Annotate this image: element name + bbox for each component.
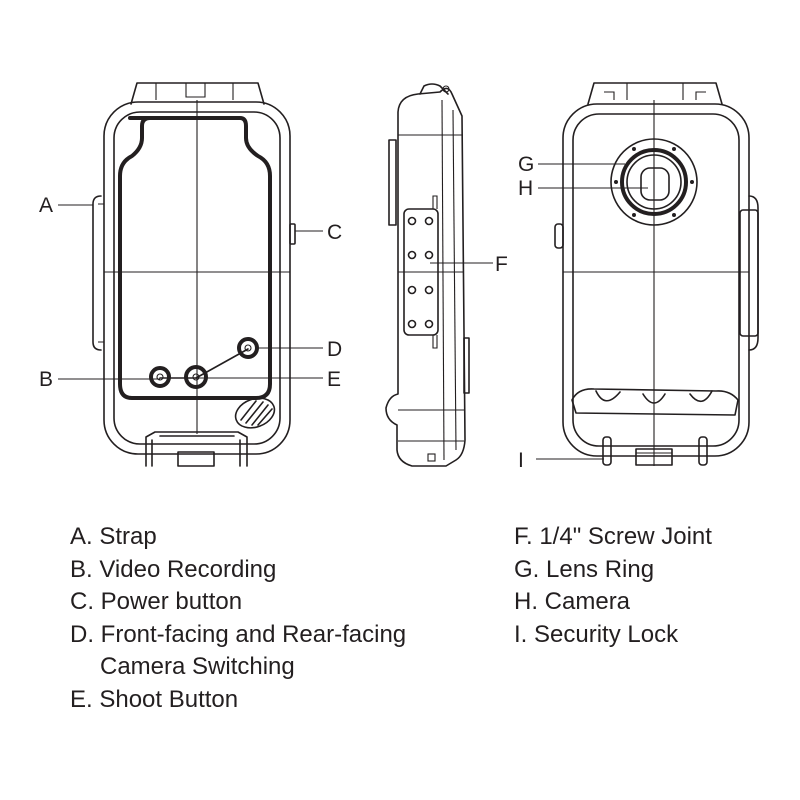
callout-i: I xyxy=(518,449,524,472)
legend-right: F. 1/4" Screw Joint G. Lens Ring H. Came… xyxy=(514,521,712,651)
screen-gasket xyxy=(118,116,272,400)
legend-item-d-continuation: Camera Switching xyxy=(100,653,295,680)
camera-switch-button[interactable] xyxy=(237,337,259,359)
legend-item-e: E. Shoot Button xyxy=(70,685,239,713)
button-cluster xyxy=(149,337,259,389)
vent-grille xyxy=(234,397,276,429)
back-bottom-grip xyxy=(571,388,739,416)
callout-g: G xyxy=(518,153,534,176)
callout-d: D xyxy=(327,338,342,361)
legend-item-f: F. 1/4" Screw Joint xyxy=(514,523,712,550)
legend-item-d: D. Front-facing and Rear-facing xyxy=(70,620,407,648)
strap xyxy=(92,195,102,351)
callout-a: A xyxy=(39,194,53,217)
callout-b: B xyxy=(39,368,53,391)
screw-joint-plate[interactable] xyxy=(403,208,439,336)
side-outer xyxy=(385,87,466,467)
legend-left: A. Strap B. Video Recording C. Power but… xyxy=(70,521,406,716)
front-top-clip xyxy=(130,82,265,105)
lens-ring xyxy=(610,138,698,226)
legend-item-b: B. Video Recording xyxy=(70,555,277,583)
video-record-button[interactable] xyxy=(149,366,171,388)
legend-item-g: G. Lens Ring xyxy=(514,555,655,583)
shoot-button[interactable] xyxy=(184,365,208,389)
legend-item-a: A. Strap xyxy=(70,523,157,550)
callout-h: H xyxy=(518,177,533,200)
callouts: A B C D E F G H I xyxy=(39,153,648,472)
legend-item-h: H. Camera xyxy=(514,588,631,615)
back-strap xyxy=(748,195,759,351)
power-button[interactable] xyxy=(289,223,296,245)
back-outer-shell xyxy=(562,103,750,457)
legend-item-i: I. Security Lock xyxy=(514,620,679,648)
camera-window xyxy=(640,167,670,201)
front-view xyxy=(92,82,296,467)
back-top-clip xyxy=(587,82,723,105)
side-view xyxy=(385,83,470,467)
front-bottom-latch xyxy=(145,431,248,467)
phone-case-diagram: A B C D E F G H I xyxy=(39,82,759,472)
security-lock[interactable] xyxy=(602,436,708,466)
callout-c: C xyxy=(327,221,342,244)
callout-e: E xyxy=(327,368,341,391)
back-view xyxy=(554,82,759,466)
legend-item-c: C. Power button xyxy=(70,588,243,615)
screw-holes xyxy=(407,216,434,329)
callout-f: F xyxy=(495,253,508,276)
